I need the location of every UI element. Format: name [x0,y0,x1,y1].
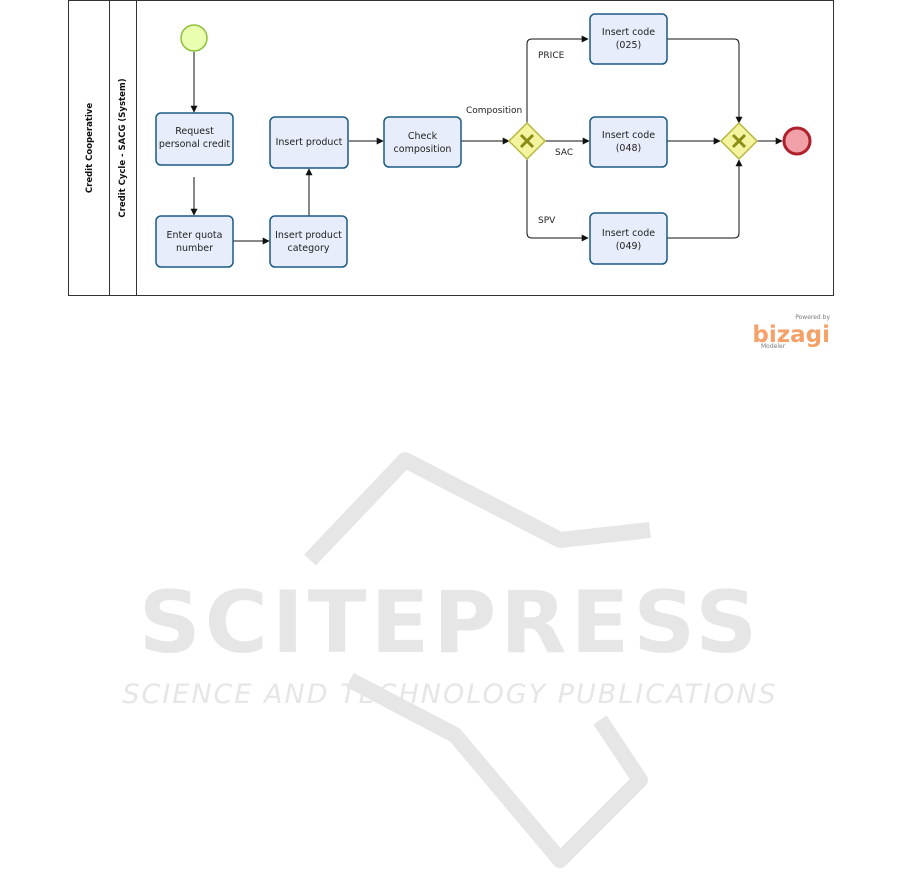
task-label-line: Insert code [602,228,655,239]
lane-label[interactable]: Credit Cycle - SACG (System) [118,78,128,217]
powered-by-text: Powered by [795,314,830,321]
task-check-composition[interactable]: Check composition [383,116,462,168]
task-label-line: Insert product [275,230,342,241]
gateway-x-icon [731,133,747,149]
exclusive-gateway-split[interactable] [507,121,547,161]
modeler-text: Modeler [761,343,786,350]
flow-049-to-merge[interactable] [667,159,743,239]
task-label-line: number [176,243,213,254]
gateway-x-icon [519,133,535,149]
task-insert-product[interactable]: Insert product [269,116,349,169]
task-label-line: Check [408,131,438,142]
task-request-personal-credit[interactable]: Request personal credit [155,112,234,166]
task-label-line: personal credit [159,139,230,150]
task-insert-product-category[interactable]: Insert product category [269,215,348,268]
bizagi-wordmark: bizagi [752,322,830,348]
watermark-title: SCITEPRESS [139,573,761,673]
task-label-line: Insert product [276,137,343,148]
task-label-line: category [288,243,330,254]
start-event[interactable] [180,24,208,52]
flow-split-to-025[interactable] [526,35,589,124]
flow-label-composition: Composition [466,106,522,116]
task-label-line: Insert code [602,130,655,141]
flow-label-sac: SAC [555,148,573,158]
task-insert-code-048[interactable]: Insert code (048) [589,116,668,168]
flow-label-price: PRICE [538,51,565,61]
sequence-flows [190,35,783,245]
flow-split-to-049[interactable] [526,159,589,242]
bizagi-logo: Powered by bizagi Modeler [752,314,830,350]
task-label-line: (048) [616,143,642,154]
task-label-line: Insert code [602,27,655,38]
task-label-line: (049) [616,241,642,252]
watermark-subtitle: SCIENCE AND TECHNOLOGY PUBLICATIONS [122,679,777,710]
task-label-line: composition [394,144,452,155]
task-insert-code-049[interactable]: Insert code (049) [589,212,668,265]
task-label-line: Enter quota [167,230,223,241]
flow-label-spv: SPV [538,216,556,226]
exclusive-gateway-merge[interactable] [719,121,759,161]
watermark-logo-shape [304,452,651,868]
end-event[interactable] [782,126,812,156]
flow-025-to-merge[interactable] [667,38,743,124]
task-enter-quota-number[interactable]: Enter quota number [155,215,234,268]
task-label-line: Request [175,126,214,137]
scitepress-watermark: SCITEPRESS SCIENCE AND TECHNOLOGY PUBLIC… [122,452,777,868]
task-insert-code-025[interactable]: Insert code (025) [589,13,668,65]
pool-label[interactable]: Credit Cooperative [85,103,95,193]
task-label-line: (025) [616,40,642,51]
